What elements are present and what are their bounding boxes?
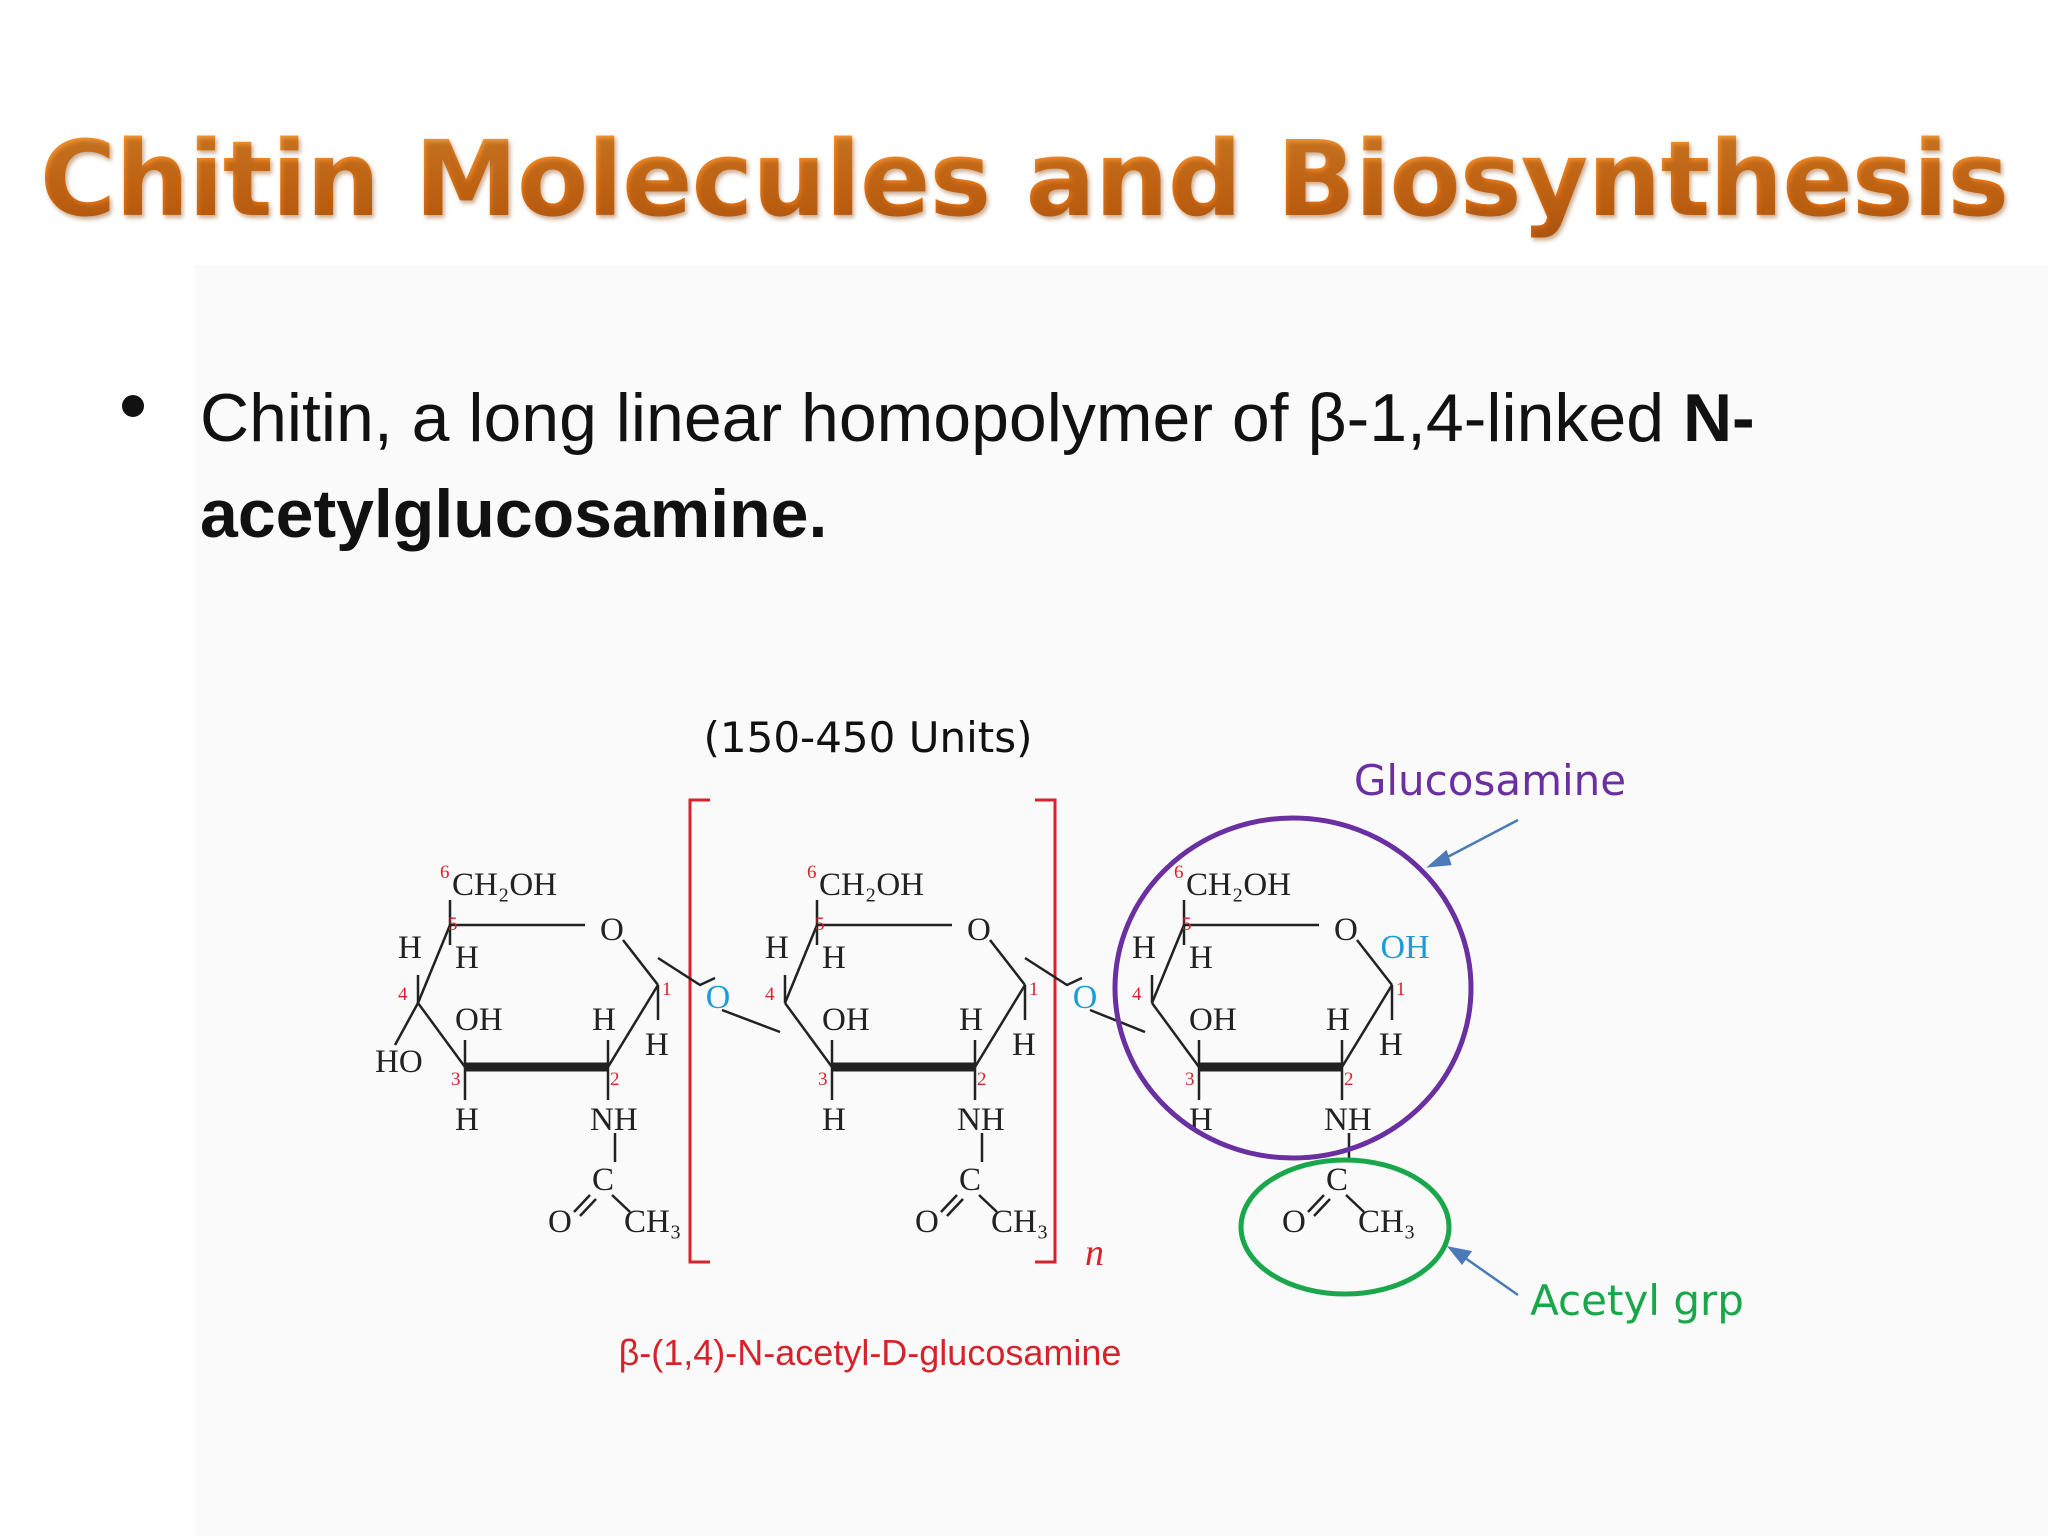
h5-label: H — [1132, 930, 1156, 966]
carbon-number-2: 2 — [1344, 1069, 1354, 1090]
glucosamine-label: Glucosamine — [1354, 756, 1626, 805]
ring-bonds — [783, 900, 1027, 1217]
carbon-number-4: 4 — [398, 984, 408, 1005]
carbon-number-1: 1 — [662, 979, 672, 1000]
ring-oxygen-label: O — [600, 912, 624, 948]
carbon-number-3: 3 — [451, 1069, 461, 1090]
nh-label: NH — [1324, 1102, 1372, 1138]
carbon-number-2: 2 — [610, 1069, 620, 1090]
carbon-number-1: 1 — [1396, 979, 1406, 1000]
carbon-number-5: 5 — [448, 914, 458, 935]
carbon-number-3: 3 — [818, 1069, 828, 1090]
carbon-number-5: 5 — [815, 914, 825, 935]
methyl-label: CH₃ — [1358, 1204, 1415, 1240]
carbonyl-c-label: C — [1326, 1162, 1348, 1198]
bullet-text-normal: Chitin, a long linear homopolymer of β-1… — [200, 380, 1683, 456]
content-panel — [195, 265, 2048, 1536]
carbon-number-3: 3 — [1185, 1069, 1195, 1090]
carbon-number-6: 6 — [1174, 862, 1184, 883]
h1-label: H — [1379, 1027, 1403, 1063]
carbon-number-6: 6 — [440, 862, 450, 883]
oh3-label: OH — [455, 1002, 503, 1038]
slide-title: Chitin Molecules and Biosynthesis — [0, 118, 2048, 240]
h5-label: H — [398, 930, 422, 966]
h5-label: H — [765, 930, 789, 966]
glycosidic-bonds — [657, 956, 1146, 1034]
h3-label: H — [455, 1102, 479, 1138]
glucosamine-arrow-icon — [1426, 818, 1519, 868]
acetyl-group-label: Acetyl grp — [1530, 1276, 1744, 1325]
glycosidic-oxygen-2: O — [1073, 979, 1098, 1016]
carbonyl-o-label: O — [915, 1204, 939, 1240]
carbon-number-4: 4 — [765, 984, 775, 1005]
terminal-hydroxyl-label: OH — [1380, 929, 1429, 966]
repeat-index-label: n — [1085, 1232, 1104, 1274]
oh3-label: OH — [1189, 1002, 1237, 1038]
ch2oh-label: CH₂OH — [452, 867, 557, 903]
repeat-bracket — [688, 798, 1057, 1264]
ch2oh-label: CH₂OH — [1186, 867, 1291, 903]
carbonyl-c-label: C — [592, 1162, 614, 1198]
h5b-label: H — [822, 940, 846, 976]
carbon-number-6: 6 — [807, 862, 817, 883]
acetyl-group-highlight-circle — [1238, 1157, 1452, 1297]
methyl-label: CH₃ — [991, 1204, 1048, 1240]
h5b-label: H — [1189, 940, 1213, 976]
ring-oxygen-label: O — [967, 912, 991, 948]
ring-bonds — [393, 900, 660, 1217]
bullet-text-bold: N-acetylglucosamine. — [200, 380, 1755, 552]
carbonyl-o-label: O — [548, 1204, 572, 1240]
h5b-label: H — [455, 940, 479, 976]
carbonyl-o-label: O — [1282, 1204, 1306, 1240]
h1-label: H — [1012, 1027, 1036, 1063]
methyl-label: CH₃ — [624, 1204, 681, 1240]
nh-label: NH — [590, 1102, 638, 1138]
ho4-label: HO — [375, 1044, 423, 1080]
glycosidic-oxygen-1: O — [706, 979, 731, 1016]
glucosamine-highlight-circle — [1112, 815, 1474, 1161]
h3-label: H — [822, 1102, 846, 1138]
units-label: (150-450 Units) — [704, 713, 1033, 762]
carbon-number-4: 4 — [1132, 984, 1142, 1005]
carbonyl-c-label: C — [959, 1162, 981, 1198]
carbon-number-5: 5 — [1182, 914, 1192, 935]
acetyl-arrow-icon — [1446, 1246, 1519, 1297]
diagram-caption: β-(1,4)-N-acetyl-D-glucosamine — [619, 1332, 1122, 1373]
ch2oh-label: CH₂OH — [819, 867, 924, 903]
h2-label: H — [959, 1002, 983, 1038]
bullet-point-icon — [122, 395, 144, 417]
h1-label: H — [645, 1027, 669, 1063]
ring-oxygen-label: O — [1334, 912, 1358, 948]
h2-label: H — [1326, 1002, 1350, 1038]
h2-label: H — [592, 1002, 616, 1038]
carbon-number-1: 1 — [1029, 979, 1039, 1000]
carbon-number-2: 2 — [977, 1069, 987, 1090]
nh-label: NH — [957, 1102, 1005, 1138]
oh3-label: OH — [822, 1002, 870, 1038]
bullet-text: Chitin, a long linear homopolymer of β-1… — [200, 370, 1920, 562]
ring-bonds — [1150, 900, 1394, 1217]
